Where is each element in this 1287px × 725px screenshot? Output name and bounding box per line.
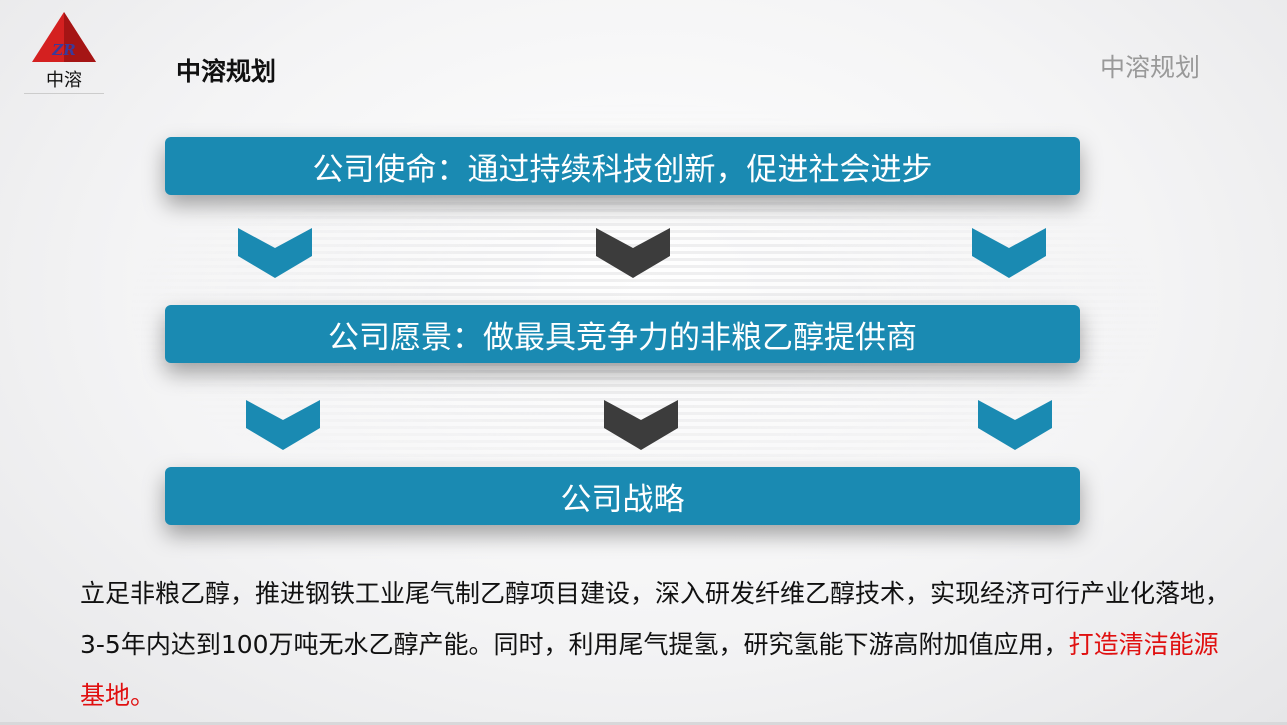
strategy-box: 公司战略	[165, 467, 1080, 525]
chevron-down-icon	[978, 400, 1052, 450]
chevron-down-icon	[596, 228, 670, 278]
strategy-description: 立足非粮乙醇，推进钢铁工业尾气制乙醇项目建设，深入研发纤维乙醇技术，实现经济可行…	[80, 568, 1240, 721]
svg-text:中溶: 中溶	[46, 70, 82, 91]
company-logo: ZR 中溶	[32, 12, 96, 91]
chevron-down-icon	[604, 400, 678, 450]
header-label: 中溶规划	[1100, 53, 1201, 82]
vision-box: 公司愿景：做最具竞争力的非粮乙醇提供商	[165, 305, 1080, 363]
page-title: 中溶规划	[176, 57, 277, 86]
mission-box: 公司使命：通过持续科技创新，促进社会进步	[165, 137, 1080, 195]
svg-text:ZR: ZR	[51, 41, 75, 59]
footer-divider	[0, 722, 1287, 725]
chevron-down-icon	[246, 400, 320, 450]
chevron-down-icon	[238, 228, 312, 278]
chevron-down-icon	[972, 228, 1046, 278]
description-highlight: 打造清洁能源基地。	[80, 630, 1219, 710]
logo-divider	[24, 93, 104, 94]
description-text: 立足非粮乙醇，推进钢铁工业尾气制乙醇项目建设，深入研发纤维乙醇技术，实现经济可行…	[80, 579, 1231, 659]
